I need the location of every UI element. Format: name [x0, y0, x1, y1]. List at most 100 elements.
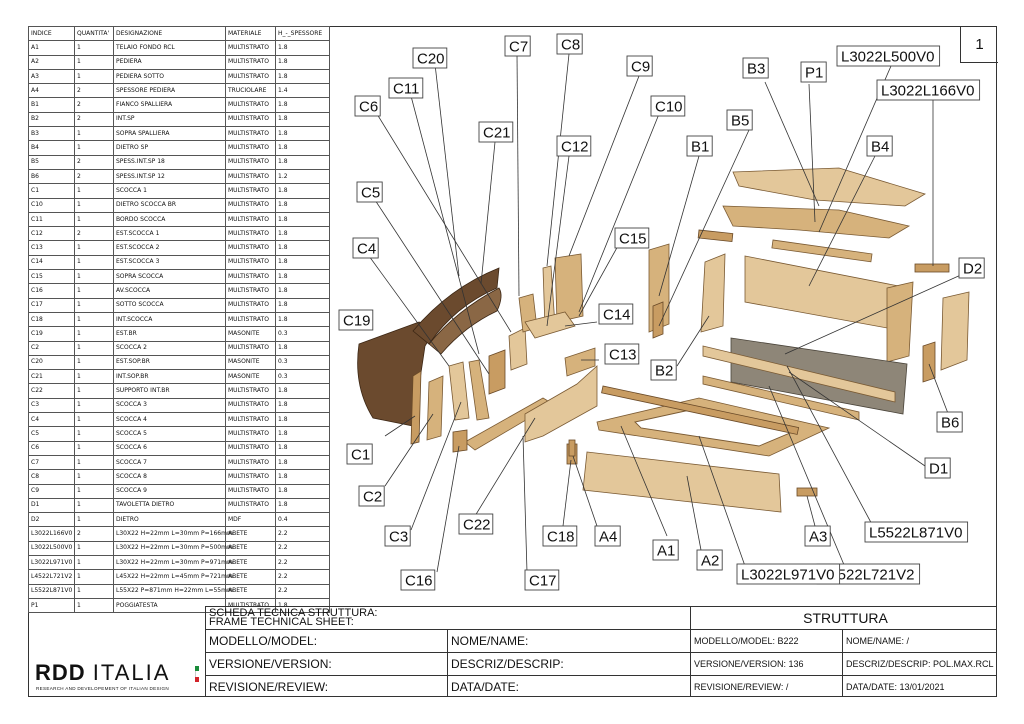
label-box — [876, 79, 981, 101]
cell-designation: L30X22 H=22mm L=30mm P=971mm — [113, 554, 233, 571]
cell-material: MASONITE — [225, 326, 276, 342]
part-c6 — [508, 327, 528, 371]
cell-qty: 1 — [74, 54, 114, 70]
label-l4522l721v2: L4522L721V2 — [816, 563, 921, 585]
cell-material: MULTISTRATO — [225, 454, 276, 471]
cell-qty: 1 — [74, 583, 114, 599]
label-box — [936, 411, 963, 433]
cell-designation: SPESSORE PEDIERA — [113, 83, 226, 99]
label-box — [338, 309, 374, 331]
cell-index: C8 — [28, 469, 75, 485]
cell-qty: 1 — [74, 269, 114, 285]
label-c10: C10 — [650, 95, 686, 117]
label-box — [804, 525, 831, 547]
sheet-title: SCHEDA TECNICA STRUTTURA: FRAME TECHNICA… — [205, 606, 690, 629]
label-c12: C12 — [556, 135, 592, 157]
cell-thickness: 1.8 — [275, 183, 330, 199]
cell-qty: 1 — [74, 183, 114, 199]
cell-thickness: 1.8 — [275, 297, 330, 313]
cell-material: MULTISTRATO — [225, 397, 276, 414]
cell-thickness: 0.4 — [275, 512, 330, 528]
cell-thickness: 1.8 — [275, 126, 330, 142]
label-text: C14 — [603, 307, 631, 324]
cell-thickness: 1.8 — [275, 226, 330, 242]
label-text: D2 — [963, 261, 982, 278]
label-c15: C15 — [614, 227, 650, 249]
label-c19: C19 — [338, 309, 374, 331]
label-c3: C3 — [384, 525, 411, 547]
cell-material: MULTISTRATO — [225, 197, 276, 213]
cell-designation: SCOCCA 3 — [113, 397, 226, 414]
cell-qty: 1 — [74, 240, 114, 256]
cell-designation: TELAIO FONDO RCL — [113, 40, 226, 56]
cell-designation: SPESS.INT.SP 18 — [113, 154, 226, 170]
cell-designation: L30X22 H=22mm L=30mm P=500mm — [113, 540, 233, 556]
part-c20 — [412, 267, 500, 345]
label-c20: C20 — [412, 47, 448, 69]
cell-material: MULTISTRATO — [225, 168, 276, 185]
label-text: A2 — [701, 553, 719, 570]
cell-index: C20 — [28, 354, 75, 371]
cell-thickness: 1.4 — [275, 83, 330, 99]
cell-qty: 1 — [74, 211, 114, 228]
part-b4 — [744, 255, 910, 333]
cell-designation: SUPPORTO INT.BR — [113, 383, 226, 399]
cell-designation: SPESS.INT.SP 12 — [113, 168, 226, 185]
label-b3: B3 — [742, 57, 769, 79]
label-text: C21 — [483, 125, 511, 142]
label-box — [388, 77, 424, 99]
label-box — [504, 35, 531, 57]
label-b4: B4 — [866, 135, 893, 157]
label-text: C15 — [619, 231, 647, 248]
label-a2: A2 — [696, 549, 723, 571]
label-text: B6 — [941, 415, 959, 432]
label-text: C20 — [417, 51, 445, 68]
cell-material: MULTISTRATO — [225, 283, 276, 299]
cell-material: MULTISTRATO — [225, 483, 276, 499]
label-box — [358, 485, 385, 507]
cell-qty: 1 — [74, 554, 114, 571]
cell-index: C19 — [28, 326, 75, 342]
part-c13 — [564, 347, 596, 377]
cell-qty: 1 — [74, 597, 114, 614]
cell-thickness: 1.8 — [275, 97, 330, 113]
label-l3022l971v0: L3022L971V0 — [736, 563, 841, 585]
cell-material: MASONITE — [225, 369, 276, 385]
cell-material: TRUCIOLARE — [225, 83, 276, 99]
label-text: A1 — [657, 543, 675, 560]
cell-designation: BORDO SCOCCA — [113, 211, 226, 228]
label-text: L5522L871V0 — [869, 525, 962, 542]
label-text: C2 — [363, 489, 382, 506]
cell-thickness: 1.8 — [275, 497, 330, 514]
cell-designation: SOPRA SCOCCA — [113, 269, 226, 285]
cell-index: A1 — [28, 40, 75, 56]
label-c9: C9 — [626, 55, 653, 77]
label-text: C3 — [389, 529, 408, 546]
cell-qty: 1 — [74, 383, 114, 399]
part-l3022l971v0 — [601, 385, 800, 435]
cell-designation: AV.SCOCCA — [113, 283, 226, 299]
cell-qty: 1 — [74, 397, 114, 414]
label-c18: C18 — [542, 525, 578, 547]
label-text: C18 — [547, 529, 575, 546]
label-p1: P1 — [800, 61, 827, 83]
label-b2: B2 — [650, 359, 677, 381]
label-b1: B1 — [686, 135, 713, 157]
cell-index: C10 — [28, 197, 75, 213]
label-c13: C13 — [604, 343, 640, 365]
label-text: C5 — [361, 185, 380, 202]
descriz-label: DESCRIZ/DESCRIP: — [447, 652, 690, 675]
cell-index: A2 — [28, 54, 75, 70]
